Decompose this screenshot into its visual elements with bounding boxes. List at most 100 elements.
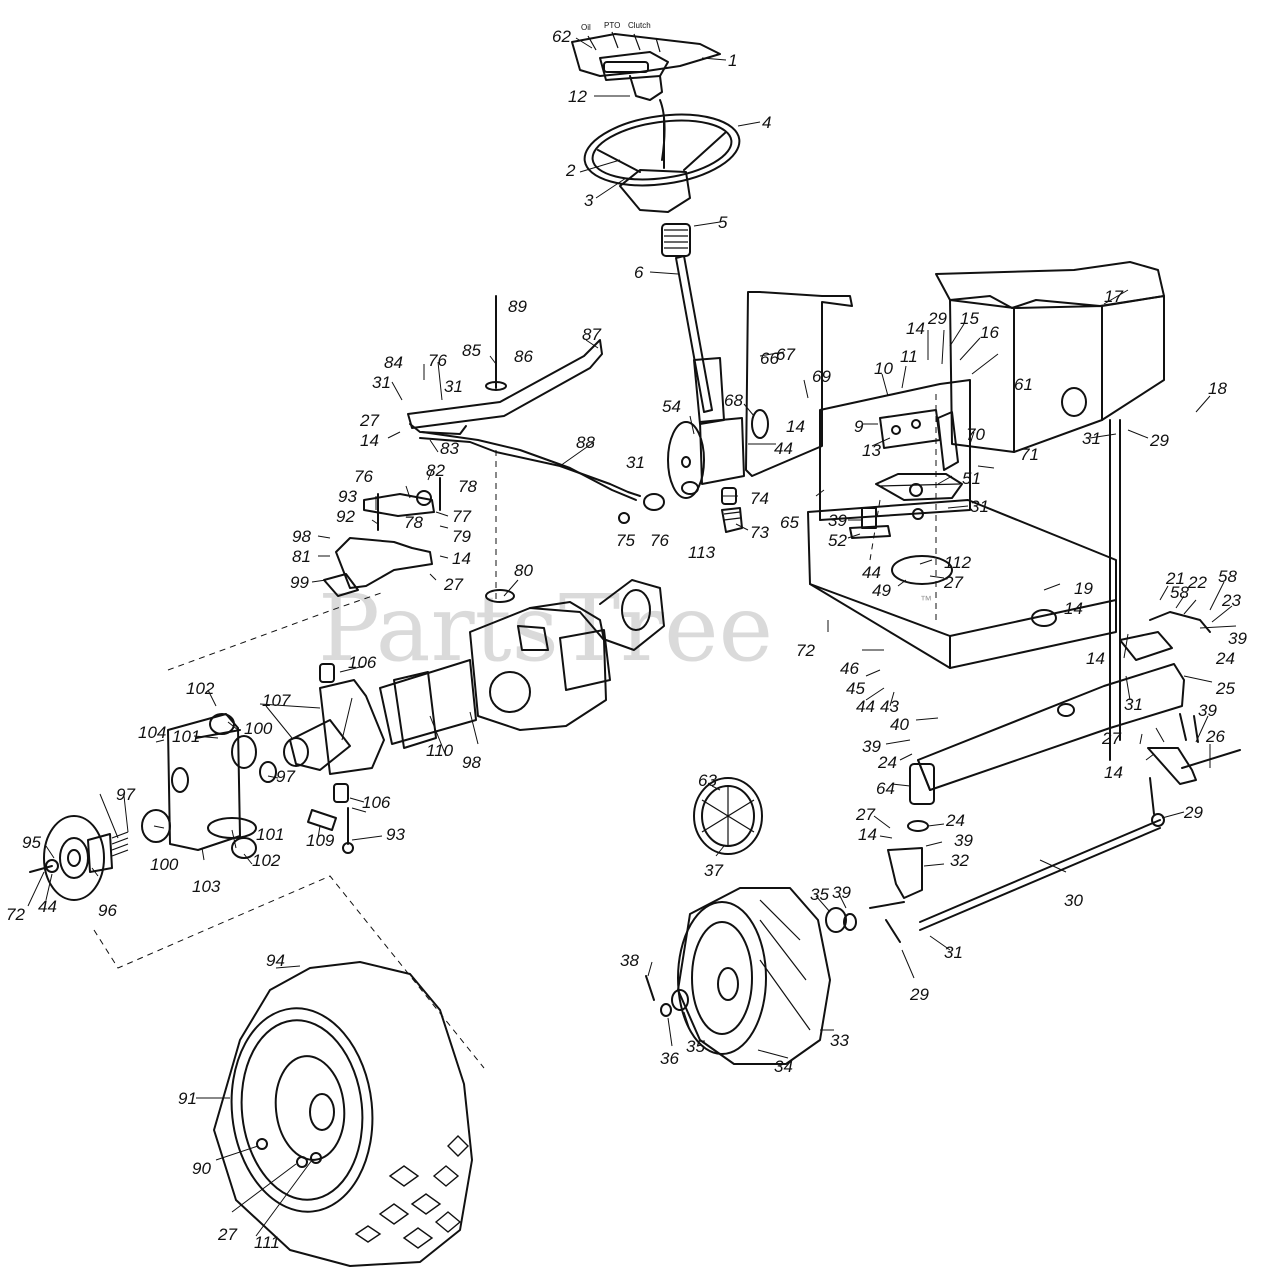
hub-cap <box>693 777 763 855</box>
callout-32: 32 <box>950 851 969 870</box>
callout-24c: 24 <box>945 811 965 830</box>
callout-14a: 14 <box>360 431 379 450</box>
callout-101b: 101 <box>256 825 284 844</box>
callout-45: 45 <box>846 679 865 698</box>
callout-23: 23 <box>1221 591 1241 610</box>
callout-16: 16 <box>980 323 999 342</box>
callout-14h: 14 <box>858 825 877 844</box>
callout-26: 26 <box>1205 727 1225 746</box>
callout-98b: 98 <box>462 753 481 772</box>
callout-95: 95 <box>22 833 41 852</box>
callout-78a: 78 <box>458 477 477 496</box>
callout-31e: 31 <box>970 497 989 516</box>
callout-107: 107 <box>262 691 291 710</box>
callout-51: 51 <box>962 469 981 488</box>
callout-76a: 76 <box>428 351 447 370</box>
callout-29b: 29 <box>1149 431 1169 450</box>
callout-25: 25 <box>1215 679 1235 698</box>
callout-68: 68 <box>724 391 743 410</box>
callout-104: 104 <box>138 723 166 742</box>
callout-39f: 39 <box>832 883 851 902</box>
callout-111: 111 <box>254 1233 280 1252</box>
callout-81: 81 <box>292 547 311 566</box>
callout-31g: 31 <box>944 943 963 962</box>
assembly-guides <box>93 450 497 1069</box>
spindle-right <box>1147 713 1241 785</box>
callout-78b: 78 <box>404 513 423 532</box>
transaxle <box>379 579 665 749</box>
callout-24b: 24 <box>877 753 897 772</box>
callout-43: 43 <box>880 697 899 716</box>
callout-62: 62 <box>552 27 571 46</box>
callout-80: 80 <box>514 561 533 580</box>
callout-82: 82 <box>426 461 445 480</box>
callout-67: 67 <box>776 345 795 364</box>
callout-31b: 31 <box>444 377 463 396</box>
console-label-clutch: Clutch <box>628 21 651 30</box>
callout-29d: 29 <box>909 985 929 1004</box>
callout-64: 64 <box>876 779 895 798</box>
front-axle <box>909 611 1211 805</box>
callout-21: 21 <box>1165 569 1185 588</box>
callout-9: 9 <box>854 417 864 436</box>
callout-63: 63 <box>698 771 717 790</box>
callouts: 62 1 12 4 2 3 5 6 89 87 85 86 84 76 31 3… <box>6 27 1247 1252</box>
callout-74: 74 <box>750 489 769 508</box>
callout-49: 49 <box>872 581 891 600</box>
callout-3: 3 <box>584 191 594 210</box>
callout-109: 109 <box>306 831 335 850</box>
callout-14f: 14 <box>1086 649 1105 668</box>
watermark-trademark: ™ <box>920 593 932 607</box>
callout-93a: 93 <box>338 487 357 506</box>
callout-33: 33 <box>830 1031 849 1050</box>
callout-90: 90 <box>192 1159 211 1178</box>
callout-98a: 98 <box>292 527 311 546</box>
callout-38: 38 <box>620 951 639 970</box>
callout-58b: 58 <box>1218 567 1237 586</box>
callout-101a: 101 <box>172 727 200 746</box>
callout-96: 96 <box>98 901 117 920</box>
callout-84: 84 <box>384 353 403 372</box>
callout-13: 13 <box>862 441 881 460</box>
callout-113: 113 <box>688 543 716 562</box>
callout-83: 83 <box>440 439 459 458</box>
callout-89: 89 <box>508 297 527 316</box>
callout-75: 75 <box>616 531 635 550</box>
callout-66: 66 <box>760 349 779 368</box>
front-wheel <box>645 887 857 1065</box>
callout-100a: 100 <box>244 719 273 738</box>
callout-70: 70 <box>966 425 985 444</box>
console-label-pto: PTO <box>604 21 620 30</box>
callout-24a: 24 <box>1215 649 1235 668</box>
front-frame <box>935 261 1165 761</box>
console-label-oil: Oil <box>581 23 591 32</box>
callout-69: 69 <box>812 367 831 386</box>
callout-52: 52 <box>828 531 847 550</box>
callout-14c: 14 <box>786 417 805 436</box>
callout-40: 40 <box>890 715 909 734</box>
callout-54: 54 <box>662 397 681 416</box>
callout-102b: 102 <box>252 851 281 870</box>
watermark-text: PartsTree <box>318 575 773 682</box>
callout-27d: 27 <box>943 573 963 592</box>
cable-ends <box>618 481 699 524</box>
console-panel: Oil PTO Clutch <box>571 21 721 101</box>
callout-99: 99 <box>290 573 309 592</box>
callout-102a: 102 <box>186 679 215 698</box>
callout-31c: 31 <box>626 453 645 472</box>
callout-22: 22 <box>1187 573 1207 592</box>
callout-92: 92 <box>336 507 355 526</box>
callout-79: 79 <box>452 527 471 546</box>
callout-39d: 39 <box>1198 701 1217 720</box>
rear-hub <box>29 815 129 901</box>
callout-19: 19 <box>1074 579 1093 598</box>
callout-72b: 72 <box>796 641 815 660</box>
callout-77: 77 <box>452 507 471 526</box>
spindle-left <box>869 777 1165 943</box>
callout-72a: 72 <box>6 905 25 924</box>
callout-39c: 39 <box>862 737 881 756</box>
callout-27f: 27 <box>855 805 875 824</box>
callout-27b: 27 <box>443 575 463 594</box>
callout-34: 34 <box>774 1057 793 1076</box>
